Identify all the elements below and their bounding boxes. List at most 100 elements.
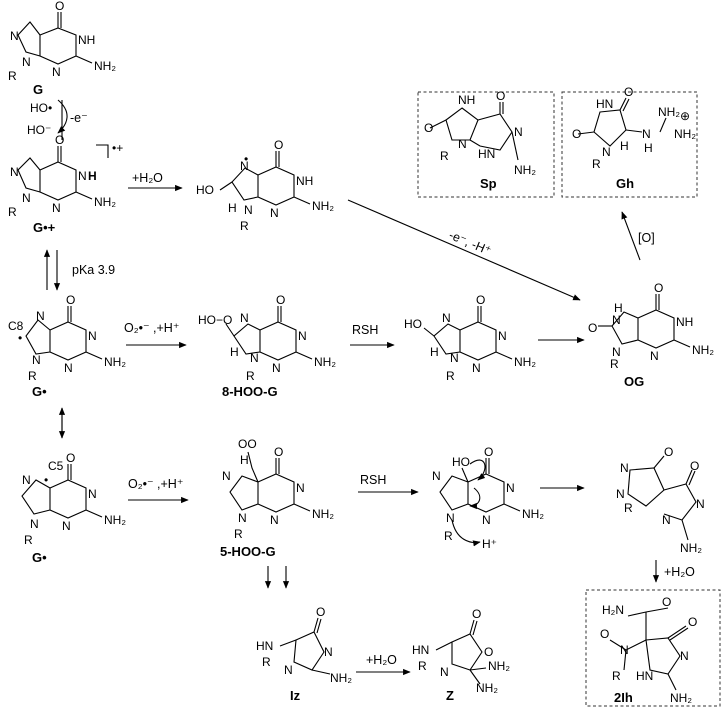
svg-text:H: H [614,301,623,315]
label-og: OG [624,374,644,389]
svg-text:O: O [484,445,493,459]
svg-text:N: N [22,55,31,69]
svg-text:O: O [688,615,697,629]
cond-ox: [O] [638,231,655,245]
svg-text:H: H [240,453,249,467]
svg-text:R: R [440,149,449,163]
svg-text:H: H [644,141,653,155]
label-g-radical-c5: G• [32,550,47,565]
svg-text:N: N [680,649,689,663]
svg-text:NH₂: NH₂ [674,127,696,141]
svg-text:N: N [222,469,231,483]
svg-text:O: O [66,451,75,465]
svg-text:O: O [600,627,609,641]
svg-text:N: N [620,461,629,475]
svg-text:R: R [28,369,37,383]
molecule-2ih: H₂N O O O N R N HN NH₂ [600,595,697,705]
svg-text:H: H [88,169,97,183]
svg-text:NH₂: NH₂ [94,195,116,209]
svg-text:O: O [662,595,671,609]
svg-text:NH₂: NH₂ [514,355,536,369]
molecule-5-oh-g: HO O N N N N R NH₂ H⁺ [432,445,544,551]
svg-text:R: R [234,527,243,541]
svg-text:O: O [654,281,663,295]
svg-text:H: H [228,201,237,215]
svg-text:NH₂: NH₂ [658,105,680,119]
svg-text:N: N [324,645,333,659]
molecule-gh: HN O O N R H N H NH₂ NH₂ ⊕ [572,85,696,171]
cond-water-3: +H₂O [366,653,397,667]
molecule-spiro-intermediate: N O N R O N N NH₂ [616,445,705,555]
cond-superoxide-2: O₂•⁻ ,+H⁺ [128,477,183,491]
svg-text:R: R [246,369,255,383]
svg-text:N: N [482,513,491,527]
molecule-g: O NH N N N R NH₂ [8,0,116,83]
svg-text:N: N [64,361,73,375]
svg-text:O: O [274,138,283,152]
svg-text:HO: HO [452,455,470,469]
cond-minus-e-h: -e⁻, -H⁺ [447,228,493,258]
svg-text:NH₂: NH₂ [680,541,702,555]
svg-text:O: O [316,605,325,619]
svg-text:N: N [442,311,451,325]
svg-text:N: N [32,353,41,367]
cond-rsh-2: RSH [360,473,386,487]
svg-text:NH₂: NH₂ [488,659,510,673]
svg-text:R: R [610,357,619,371]
svg-text:N: N [612,313,621,327]
svg-text:NH₂: NH₂ [330,671,352,685]
label-g-radical-cation: G•+ [33,220,56,235]
svg-text:N: N [240,311,249,325]
molecule-g-radical-cation: O N H N N N R NH₂ •+ [8,133,123,219]
box-sp [417,91,555,198]
label-sp: Sp [480,176,497,191]
box-gh [561,91,698,198]
svg-text:N: N [446,511,455,525]
svg-text:NH: NH [296,174,313,188]
svg-text:R: R [624,501,633,515]
svg-text:NH₂: NH₂ [104,513,126,527]
svg-text:N: N [602,145,611,159]
svg-text:HO•: HO• [30,101,52,115]
svg-text:HN: HN [478,147,495,161]
svg-text:N: N [432,469,441,483]
svg-text:O: O [424,121,433,135]
svg-text:HN: HN [256,639,273,653]
svg-text:R: R [8,205,17,219]
svg-text:NH₂: NH₂ [514,163,536,177]
svg-text:•+: •+ [112,141,123,155]
svg-text:N: N [78,169,87,183]
svg-text:O: O [472,607,481,621]
svg-text:R: R [592,157,601,171]
svg-text:H: H [620,139,629,153]
svg-text:N: N [296,481,305,495]
svg-text:N: N [642,127,651,141]
svg-text:N: N [88,487,97,501]
svg-text:N: N [620,643,629,657]
svg-text:N: N [284,663,293,677]
svg-text:NH₂: NH₂ [522,507,544,521]
svg-text:N: N [450,351,459,365]
svg-text:NH: NH [676,315,693,329]
svg-text:N: N [30,517,39,531]
label-gh: Gh [616,176,634,191]
cond-electron-loss: -e⁻ [70,111,88,125]
cond-superoxide-1: O₂•⁻ ,+H⁺ [124,321,179,335]
svg-text:NH₂: NH₂ [692,343,714,357]
svg-text:N: N [650,349,659,363]
svg-text:R: R [418,659,427,673]
molecule-g-radical-c5: O N • N N N R NH₂ [21,451,126,547]
molecule-z: O O HN R N NH₂ NH₂ [412,607,510,695]
svg-text:N: N [270,513,279,527]
svg-text:HN: HN [412,643,429,657]
label-iz: Iz [290,688,301,703]
molecule-og: O NH H N O N N R NH₂ [588,281,714,371]
svg-text:R: R [444,529,453,543]
oxidation-step: HO• HO⁻ -e⁻ [27,99,88,140]
svg-text:NH: NH [78,33,95,47]
molecule-sp: NH O O N R N HN NH₂ [424,89,536,177]
svg-text:•: • [244,152,248,166]
svg-text:O: O [66,293,75,307]
svg-text:NH: NH [458,93,475,107]
